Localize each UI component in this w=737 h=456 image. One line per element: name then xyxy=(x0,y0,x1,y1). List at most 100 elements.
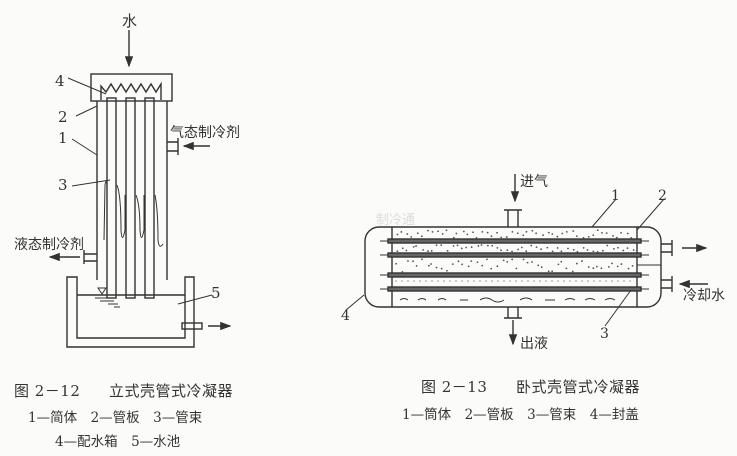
gas-speckle xyxy=(470,246,473,248)
tube xyxy=(387,238,642,244)
gas-speckle xyxy=(427,264,430,267)
vertical-condenser xyxy=(48,30,232,348)
gas-speckle xyxy=(540,266,543,269)
liquid-surface xyxy=(399,297,616,303)
gas-speckle xyxy=(533,280,535,282)
gas-speckle xyxy=(427,229,429,232)
gas-speckle xyxy=(500,249,502,252)
gas-speckle xyxy=(446,269,448,272)
gas-speckle xyxy=(611,280,613,282)
gas-speckle xyxy=(557,263,560,266)
pool-outlet-pipe xyxy=(181,322,203,330)
gas-speckle xyxy=(440,244,443,247)
gas-speckle xyxy=(452,236,455,239)
gas-speckle xyxy=(431,230,434,233)
gas-speckle xyxy=(551,270,554,273)
gas-speckle xyxy=(612,234,614,237)
gas-speckle xyxy=(567,247,569,250)
gas-speckle xyxy=(631,264,634,267)
gas-speckle xyxy=(626,232,629,235)
gas-speckle xyxy=(630,237,633,239)
gas-speckle xyxy=(419,280,421,282)
gas-speckle xyxy=(595,265,598,268)
gas-speckle xyxy=(467,280,469,282)
gas-speckle xyxy=(551,233,554,235)
gas-speckle xyxy=(542,234,544,237)
gas-speckle xyxy=(503,280,505,282)
gas-speckle xyxy=(607,266,610,268)
gas-speckle xyxy=(405,249,408,252)
gas-speckle xyxy=(587,266,590,268)
gas-speckle xyxy=(460,247,463,250)
gas-speckle xyxy=(425,280,427,282)
gas-speckle xyxy=(412,245,415,248)
gas-speckle xyxy=(413,280,415,282)
gas-speckle xyxy=(527,280,529,282)
gas-speckle xyxy=(441,232,444,235)
gas-speckle xyxy=(522,258,525,261)
gas-speckle xyxy=(613,247,615,250)
gas-speckle xyxy=(491,244,494,247)
gas-speckle xyxy=(430,263,433,265)
gas-speckle xyxy=(600,267,603,270)
gas-speckle xyxy=(401,280,403,282)
gas-speckle xyxy=(596,229,599,232)
gas-speckle xyxy=(443,280,445,282)
gas-speckle xyxy=(620,263,623,265)
label-n4: 4 xyxy=(341,308,350,324)
gas-speckle xyxy=(470,260,473,263)
gas-speckle xyxy=(620,231,622,234)
gas-speckle xyxy=(587,235,590,238)
gas-speckle xyxy=(535,246,538,249)
gas-speckle xyxy=(601,231,603,234)
gas-speckle xyxy=(565,230,568,233)
gas-speckle xyxy=(497,280,499,282)
gas-speckle xyxy=(461,263,463,266)
gas-speckle xyxy=(491,280,493,282)
gas-speckle xyxy=(455,232,458,235)
gas-speckle xyxy=(575,280,577,282)
gas-speckle xyxy=(481,264,484,267)
gas-speckle xyxy=(416,232,419,235)
gas-speckle xyxy=(551,250,554,253)
water-inlet-nozzle xyxy=(661,276,673,292)
gas-speckle xyxy=(395,262,398,265)
gas-speckle xyxy=(430,249,433,252)
gas-speckle xyxy=(462,230,465,233)
liquid-outlet-nozzle xyxy=(504,307,522,319)
gas-speckle xyxy=(490,267,493,270)
gas-speckle xyxy=(615,236,618,239)
gas-speckle xyxy=(587,280,589,282)
gas-speckle xyxy=(592,250,595,253)
tube xyxy=(387,286,642,292)
gas-speckle xyxy=(560,250,563,253)
gas-speckle xyxy=(396,250,399,253)
label-liquid-refrigerant: 液态制冷剂 xyxy=(14,237,84,253)
gas-speckle xyxy=(521,280,523,282)
gas-speckle xyxy=(575,235,578,238)
caption-left-legend-2: 4—配水箱 5—水池 xyxy=(55,434,181,450)
gas-speckle xyxy=(582,247,585,249)
gas-speckle xyxy=(627,267,630,270)
gas-speckle xyxy=(556,235,559,238)
gas-speckle xyxy=(440,267,443,270)
gas-speckle xyxy=(449,280,451,282)
gas-speckle xyxy=(479,280,481,282)
label-gas-in: 进气 xyxy=(520,174,548,190)
gas-speckle xyxy=(576,250,579,253)
gas-inlet-pipe xyxy=(167,138,179,155)
caption-right-legend-1: 1—筒体 2—管板 3—管束 4—封盖 xyxy=(402,407,639,423)
gas-speckle xyxy=(539,280,541,282)
gas-speckle xyxy=(467,265,470,268)
gas-speckle xyxy=(445,229,448,232)
gas-speckle xyxy=(396,233,399,236)
gas-speckle xyxy=(525,230,528,233)
caption-left-title: 图 2－12 立式壳管式冷凝器 xyxy=(14,380,233,401)
label-gas-refrigerant: 气态制冷剂 xyxy=(170,125,240,141)
gas-speckle xyxy=(563,280,565,282)
gas-speckle xyxy=(556,247,559,249)
tube xyxy=(387,272,642,278)
gas-speckle xyxy=(435,266,438,269)
gas-speckle xyxy=(547,231,550,234)
